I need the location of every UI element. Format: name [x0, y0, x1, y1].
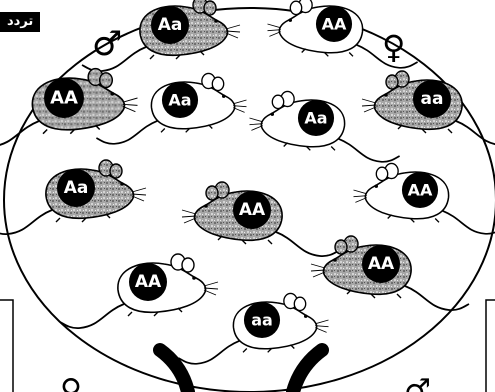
female-symbol-top: ♀: [382, 28, 405, 66]
genotype-label: AA: [368, 254, 395, 274]
mouse-tail: [276, 232, 340, 256]
mouse-eye: [120, 182, 124, 186]
mouse-tail: [405, 286, 469, 310]
mouse-whiskers: [123, 98, 138, 112]
mouse-ear: [272, 95, 283, 108]
mouse-8: AA: [182, 182, 340, 256]
genotype-label: aa: [421, 89, 444, 109]
mouse-whiskers: [354, 190, 367, 202]
mouse-ear: [376, 167, 387, 180]
mouse-eye: [204, 204, 208, 208]
genotype-label: Aa: [64, 178, 89, 198]
mouse-ear: [204, 1, 216, 15]
mouse-ear: [100, 73, 113, 88]
mouse-eye: [271, 112, 274, 115]
mouse-ear: [386, 75, 398, 89]
mouse-9: AA: [354, 163, 495, 233]
mouse-whiskers: [250, 118, 263, 130]
genotype-label: Aa: [158, 15, 183, 35]
mouse-eye: [304, 314, 307, 317]
mouse-whiskers: [182, 210, 196, 223]
mouse-tail: [443, 211, 495, 234]
mouse-7: Aa: [0, 160, 146, 234]
genotype-label: AA: [135, 272, 162, 292]
mouse-tail: [178, 341, 239, 364]
mouse-ear: [294, 297, 305, 310]
mouse-ear: [182, 258, 194, 272]
mouse-ear: [206, 186, 218, 200]
mouse-eye: [289, 18, 292, 21]
mouse-whiskers: [204, 282, 218, 295]
left-flow-arc: [160, 350, 188, 392]
genotype-label: AA: [239, 200, 266, 220]
mouse-eye: [375, 184, 378, 187]
mouse-3: AA: [0, 69, 138, 147]
mouse-whiskers: [233, 100, 246, 112]
genotype-label: aa: [251, 311, 273, 330]
genotype-label: Aa: [168, 91, 191, 110]
mouse-tail: [339, 139, 400, 162]
mouse-ear: [335, 240, 347, 254]
mouse-ear: [110, 164, 122, 178]
mouse-eye: [222, 94, 225, 97]
mouse-tail: [96, 121, 157, 144]
genotype-label: AA: [408, 181, 433, 200]
male-symbol-top: ♂: [92, 24, 122, 64]
header-label: تردد: [0, 12, 40, 32]
mouse-tail: [60, 304, 124, 328]
mouse-tail: [0, 121, 39, 146]
mouse-eye: [214, 19, 218, 23]
mouse-eye: [333, 258, 337, 262]
mouse-whiskers: [315, 320, 328, 332]
genotype-label: AA: [50, 88, 78, 109]
mouse-6: aa: [362, 71, 495, 145]
mouse-whiskers: [362, 99, 376, 112]
mouse-whiskers: [311, 264, 325, 277]
mouse-12: aa: [178, 293, 328, 363]
mouse-whiskers: [268, 24, 281, 36]
mouse-eye: [192, 276, 196, 280]
right-panel-frame: [486, 300, 495, 392]
mouse-ear: [290, 1, 301, 14]
mouse-10: AA: [60, 254, 218, 328]
male-symbol-bottom: ♂: [404, 373, 431, 392]
mouse-whiskers: [226, 25, 240, 38]
mouse-whiskers: [132, 188, 146, 201]
mouse-eye: [384, 93, 388, 97]
mouse-ear: [212, 77, 223, 90]
genotype-label: Aa: [304, 109, 327, 128]
mouse-11: AA: [311, 236, 469, 310]
genotype-label: AA: [322, 15, 347, 34]
female-symbol-bottom: ♀: [60, 373, 82, 392]
mouse-eye: [110, 92, 114, 96]
left-panel-frame: [0, 300, 13, 392]
